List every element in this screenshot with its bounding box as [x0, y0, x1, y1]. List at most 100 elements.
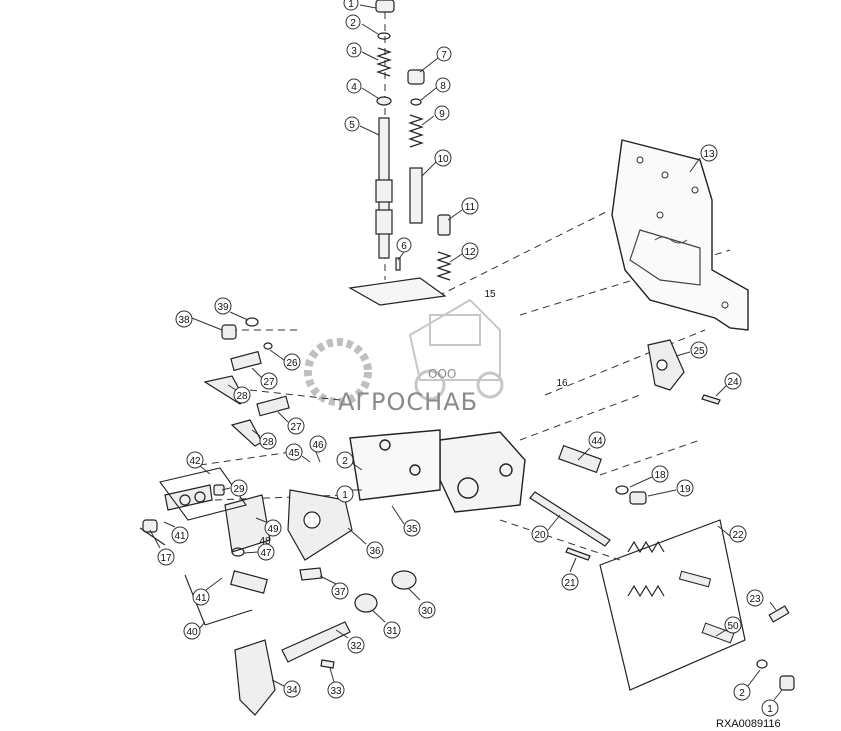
- svg-text:41: 41: [174, 531, 186, 542]
- svg-text:1: 1: [342, 490, 348, 501]
- svg-text:2: 2: [739, 688, 745, 699]
- callout-40: 40: [183, 621, 206, 640]
- callout-9: 9: [421, 105, 450, 126]
- callout-4: 4: [346, 78, 379, 99]
- callout-20: 20: [531, 514, 561, 543]
- valve-housing: [349, 429, 526, 513]
- svg-text:48: 48: [259, 536, 271, 547]
- callout-26: 26: [269, 349, 301, 371]
- svg-text:17: 17: [160, 553, 172, 564]
- svg-text:24: 24: [727, 377, 739, 388]
- callout-34: 34: [271, 679, 301, 698]
- svg-text:12: 12: [464, 247, 476, 258]
- gasket-plate: [611, 139, 749, 331]
- callout-35: 35: [391, 505, 421, 537]
- svg-text:44: 44: [591, 436, 603, 447]
- callout-36: 36: [347, 527, 384, 559]
- svg-text:18: 18: [654, 470, 666, 481]
- svg-text:32: 32: [350, 641, 362, 652]
- svg-text:21: 21: [564, 578, 576, 589]
- callout-25: 25: [675, 341, 708, 359]
- valve-stack-upper: [348, 0, 452, 306]
- callout-30: 30: [407, 587, 436, 619]
- callout-44: 44: [577, 431, 606, 461]
- svg-text:6: 6: [401, 241, 407, 252]
- kit-box-22: [599, 519, 746, 691]
- callout-37: 37: [319, 575, 349, 600]
- svg-text:5: 5: [349, 120, 355, 131]
- svg-text:1: 1: [348, 0, 354, 10]
- callout-29: 29: [221, 479, 248, 497]
- callout-23: 23: [746, 589, 777, 611]
- callout-11: 11: [447, 197, 479, 221]
- svg-text:23: 23: [749, 594, 761, 605]
- svg-text:49: 49: [267, 524, 279, 535]
- svg-text:11: 11: [465, 202, 476, 213]
- callout-3: 3: [346, 42, 379, 61]
- svg-text:31: 31: [386, 626, 398, 637]
- callout-10: 10: [421, 149, 452, 177]
- svg-text:27: 27: [263, 377, 275, 388]
- svg-text:19: 19: [679, 484, 691, 495]
- svg-text:29: 29: [233, 484, 245, 495]
- callout-2-bottom: 2: [733, 669, 761, 701]
- callout-1-top: 1: [343, 0, 377, 11]
- callout-21: 21: [561, 557, 579, 591]
- spool-and-right-parts: [529, 339, 795, 691]
- callout-labels: 1 2 3 4 5 6 7 8 9 10 11 12 13 15 16 17 1…: [149, 0, 783, 717]
- svg-text:39: 39: [217, 302, 229, 313]
- callout-5: 5: [344, 116, 380, 136]
- svg-text:47: 47: [260, 548, 272, 559]
- svg-text:26: 26: [286, 358, 298, 369]
- svg-text:1: 1: [767, 704, 773, 715]
- callout-2-top: 2: [345, 14, 379, 35]
- svg-text:10: 10: [437, 154, 449, 165]
- callout-48: 48: [259, 536, 271, 547]
- lower-parts: [142, 489, 417, 716]
- svg-text:9: 9: [439, 109, 445, 120]
- callout-45: 45: [285, 443, 311, 463]
- callout-38: 38: [175, 310, 223, 331]
- callout-49: 49: [255, 517, 282, 537]
- callout-27-lower: 27: [277, 411, 305, 435]
- svg-text:27: 27: [290, 422, 302, 433]
- watermark-prefix: ООО: [428, 367, 456, 381]
- svg-text:28: 28: [262, 437, 274, 448]
- callout-19: 19: [647, 479, 694, 497]
- callout-18: 18: [629, 465, 669, 488]
- svg-text:45: 45: [288, 448, 300, 459]
- svg-text:35: 35: [406, 524, 418, 535]
- callout-28-lower: 28: [251, 429, 277, 450]
- callout-1-bottom: 1: [761, 689, 783, 717]
- svg-text:37: 37: [334, 587, 346, 598]
- callout-13: 13: [689, 144, 718, 173]
- svg-text:46: 46: [312, 440, 324, 451]
- svg-text:30: 30: [421, 606, 433, 617]
- callout-22: 22: [717, 525, 747, 543]
- svg-text:33: 33: [330, 686, 342, 697]
- callout-33: 33: [327, 667, 345, 699]
- callout-42: 42: [186, 451, 211, 475]
- svg-text:3: 3: [351, 46, 357, 57]
- callout-2-mid: 2: [336, 451, 363, 471]
- svg-text:41: 41: [195, 593, 207, 604]
- svg-text:25: 25: [693, 346, 705, 357]
- svg-text:42: 42: [189, 456, 201, 467]
- watermark-logo: [304, 298, 504, 406]
- svg-text:4: 4: [351, 82, 357, 93]
- watermark-company-name: АГРОСНАБ: [338, 388, 478, 416]
- callout-50: 50: [715, 616, 742, 637]
- left-fittings: [164, 317, 290, 511]
- callout-8: 8: [420, 77, 451, 101]
- figure-reference-code: RXA0089116: [716, 718, 781, 730]
- callout-41-right: 41: [163, 521, 189, 544]
- svg-text:38: 38: [178, 315, 190, 326]
- callout-7: 7: [419, 46, 452, 73]
- callout-1-mid: 1: [336, 485, 362, 503]
- svg-text:2: 2: [342, 456, 348, 467]
- callout-32: 32: [335, 629, 365, 654]
- callout-15: 15: [484, 289, 496, 300]
- callout-41-lower: 41: [192, 577, 223, 606]
- callout-39: 39: [214, 297, 249, 321]
